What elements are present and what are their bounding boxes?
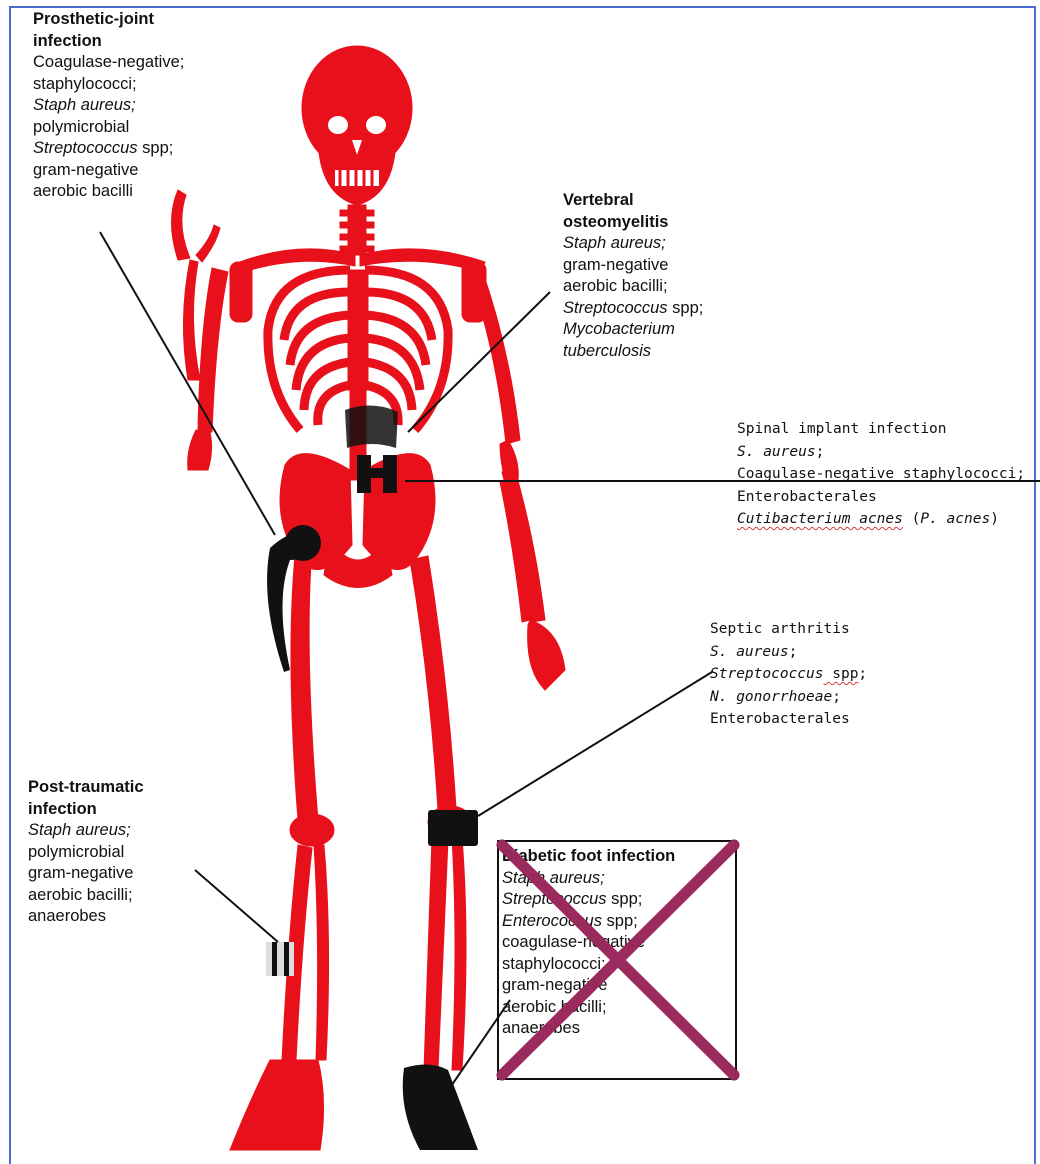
septic-arthritis-label: Septic arthritis S. aureus; Streptococcu… bbox=[710, 618, 867, 731]
diabetic-line: aerobic bacilli; bbox=[502, 997, 675, 1019]
vertebral-line: aerobic bacilli; bbox=[563, 276, 703, 298]
diabetic-title: Diabetic foot infection bbox=[502, 846, 675, 868]
arm-left bbox=[172, 190, 253, 470]
prosthetic-line: aerobic bacilli bbox=[33, 181, 184, 203]
spinal-title: Spinal implant infection bbox=[737, 418, 1025, 441]
posttraumatic-title-line1: Post-traumatic bbox=[28, 777, 144, 799]
diabetic-foot bbox=[403, 1064, 478, 1150]
vertebral-line: tuberculosis bbox=[563, 341, 703, 363]
arm-right bbox=[462, 262, 565, 690]
prosthetic-line: Staph aureus; bbox=[33, 95, 184, 117]
organism-name: Streptococcus bbox=[502, 890, 607, 908]
organism-name: N. gonorrhoeae bbox=[710, 689, 832, 705]
organism-suffix: spp; bbox=[602, 912, 638, 930]
posttraumatic-line: anaerobes bbox=[28, 906, 144, 928]
organism-name: Streptococcus bbox=[563, 299, 668, 317]
punctuation: ; bbox=[789, 644, 798, 660]
prosthetic-joint-label: Prosthetic-joint infection Coagulase-neg… bbox=[33, 9, 184, 203]
diabetic-line: Enterococcus spp; bbox=[502, 911, 675, 933]
prosthetic-line: polymicrobial bbox=[33, 117, 184, 139]
cervical-spine bbox=[340, 205, 374, 255]
prosthetic-title-line2: infection bbox=[33, 31, 184, 53]
organism-suffix: spp; bbox=[668, 299, 704, 317]
spinal-line: Coagulase-negative staphylococci; bbox=[737, 463, 1025, 486]
posttraumatic-title-line2: infection bbox=[28, 799, 144, 821]
organism-name: S. aureus bbox=[710, 644, 789, 660]
vertebral-title-line1: Vertebral bbox=[563, 190, 703, 212]
vertebral-osteomyelitis-label: Vertebral osteomyelitis Staph aureus; gr… bbox=[563, 190, 703, 362]
diabetic-line: coagulase-negative bbox=[502, 932, 675, 954]
posttraumatic-line: aerobic bacilli; bbox=[28, 885, 144, 907]
spinal-line: S. aureus; bbox=[737, 441, 1025, 464]
vertebral-line: Staph aureus; bbox=[563, 233, 703, 255]
vertebral-title-line2: osteomyelitis bbox=[563, 212, 703, 234]
prosthetic-line: Coagulase-negative; bbox=[33, 52, 184, 74]
prosthetic-line: Streptococcus spp; bbox=[33, 138, 184, 160]
septic-line: Enterobacterales bbox=[710, 708, 867, 731]
punctuation: ) bbox=[990, 511, 999, 527]
punctuation: ; bbox=[832, 689, 841, 705]
diabetic-line: anaerobes bbox=[502, 1018, 675, 1040]
organism-name: Streptococcus bbox=[710, 666, 824, 682]
posttraumatic-line: polymicrobial bbox=[28, 842, 144, 864]
post-traumatic-label: Post-traumatic infection Staph aureus; p… bbox=[28, 777, 144, 928]
punctuation: ; bbox=[858, 666, 867, 682]
diabetic-line: staphylococci; bbox=[502, 954, 675, 976]
diabetic-line: Staph aureus; bbox=[502, 868, 675, 890]
skull bbox=[302, 46, 412, 205]
organism-name: S. aureus bbox=[737, 444, 816, 460]
spinal-line: Cutibacterium acnes (P. acnes) bbox=[737, 508, 1025, 531]
organism-suffix: spp; bbox=[607, 890, 643, 908]
organism-name: Enterococcus bbox=[502, 912, 602, 930]
vertebral-line: Streptococcus spp; bbox=[563, 298, 703, 320]
knee-implant bbox=[428, 810, 478, 846]
spinal-implant-label: Spinal implant infection S. aureus; Coag… bbox=[737, 418, 1025, 531]
diabetic-foot-label: Diabetic foot infection Staph aureus; St… bbox=[502, 846, 675, 1040]
organism-name: Streptococcus bbox=[33, 139, 138, 157]
tibia-fixation-plate bbox=[266, 942, 294, 976]
vertebral-line: Mycobacterium bbox=[563, 319, 703, 341]
organism-name: Cutibacterium acnes bbox=[737, 511, 903, 527]
spinal-line: Enterobacterales bbox=[737, 486, 1025, 509]
diabetic-line: Streptococcus spp; bbox=[502, 889, 675, 911]
organism-suffix: spp; bbox=[138, 139, 174, 157]
diabetic-line: gram-negative bbox=[502, 975, 675, 997]
posttraumatic-line: Staph aureus; bbox=[28, 820, 144, 842]
organism-suffix: spp bbox=[824, 666, 859, 682]
septic-line: Streptococcus spp; bbox=[710, 663, 867, 686]
septic-line: N. gonorrhoeae; bbox=[710, 686, 867, 709]
prosthetic-line: staphylococci; bbox=[33, 74, 184, 96]
septic-line: S. aureus; bbox=[710, 641, 867, 664]
septic-title: Septic arthritis bbox=[710, 618, 867, 641]
punctuation: ( bbox=[903, 511, 920, 527]
punctuation: ; bbox=[816, 444, 825, 460]
prosthetic-line: gram-negative bbox=[33, 160, 184, 182]
prosthetic-title-line1: Prosthetic-joint bbox=[33, 9, 184, 31]
posttraumatic-line: gram-negative bbox=[28, 863, 144, 885]
organism-name: P. acnes bbox=[920, 511, 990, 527]
vertebral-line: gram-negative bbox=[563, 255, 703, 277]
